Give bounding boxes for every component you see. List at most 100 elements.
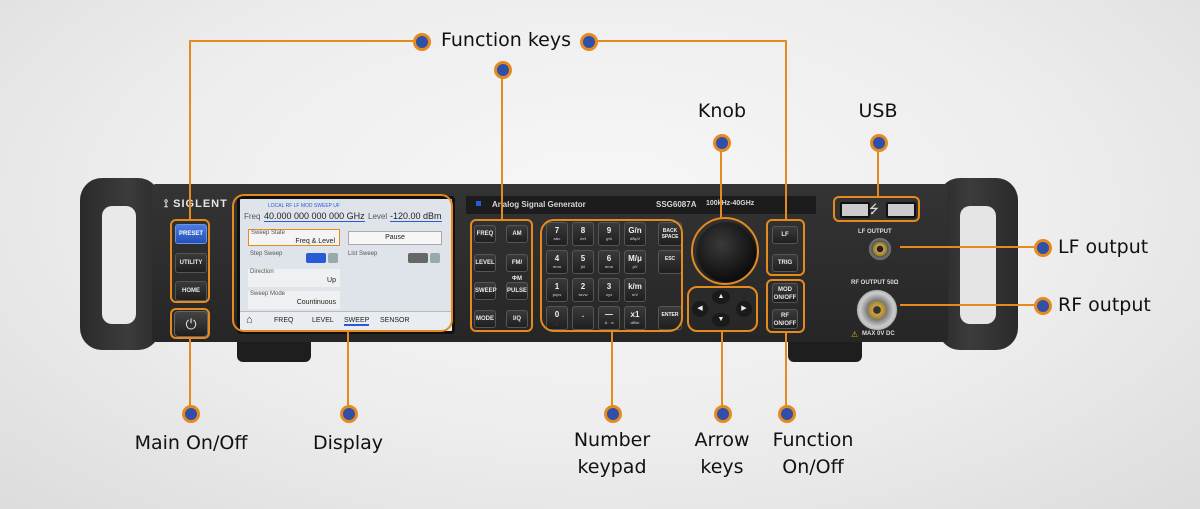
keypad-key[interactable]: —A⇔a [598,306,620,330]
keypad-highlight [540,219,683,332]
level-key[interactable]: LEVEL [474,254,496,272]
mod-onoff-key[interactable]: MOD ON/OFF [772,283,798,303]
leader-line [785,333,787,412]
rf-onoff-key[interactable]: RF ON/OFF [772,309,798,329]
function-onoff-callout-line1: Function [772,429,854,451]
freq-number: 40.000 000 000 000 [264,211,345,221]
pause-button[interactable]: Pause [348,231,442,245]
left-keys-highlight [170,219,210,303]
keypad-key-digit: . [581,310,585,319]
home-button[interactable]: HOME [175,281,207,301]
usb-callout: USB [858,100,898,122]
keypad-key-sub: μV [632,264,638,269]
lf-output-connector[interactable] [868,237,892,261]
freq-unit: GHz [346,211,365,221]
onoff-keys-highlight [766,279,805,333]
level-value[interactable]: -120.00 dBm [390,211,442,222]
keypad-key-digit: — [605,310,613,319]
left-foot [237,340,311,362]
callout-dot [494,61,512,79]
lf-key[interactable]: LF [772,226,798,244]
tab-sweep[interactable]: SWEEP [344,317,370,326]
keypad-key-digit: 3 [606,282,612,291]
trig-key[interactable]: TRIG [772,254,798,272]
keypad-side-key[interactable]: ESC [658,250,682,274]
callout-dot [340,405,358,423]
sweep-key[interactable]: SWEEP [474,282,497,300]
list-sweep-label: List Sweep [348,251,378,257]
product-name: Analog Signal Generator [492,200,586,209]
number-keypad-callout-line1: Number [573,429,651,451]
arrow-left-icon: ◀ [697,305,703,312]
lf-output-callout: LF output [1058,236,1149,258]
am-key[interactable]: AM [506,225,528,243]
tab-freq[interactable]: FREQ [274,317,294,324]
keypad-key-sub: xyz [605,292,613,297]
utility-button[interactable]: UTILITY [175,253,207,273]
step-sweep-toggle[interactable] [306,253,326,263]
direction-field[interactable]: Direction Up [248,269,340,287]
function-keys-highlight [470,219,533,332]
arrow-keys-highlight [687,286,758,332]
tab-level[interactable]: LEVEL [312,317,334,324]
preset-button[interactable]: PRESET [175,224,207,244]
list-sweep-toggle[interactable] [408,253,428,263]
iq-key[interactable]: I/Q [506,310,528,328]
warning-label: MAX 0V DC [862,331,895,337]
leader-line [785,40,787,220]
keypad-key-digit: G/n [628,226,642,235]
pulse-key[interactable]: PULSE [506,282,528,300]
right-foot [788,340,862,362]
arrow-down-icon: ▼ [717,316,725,323]
level-number: -120.00 [390,211,421,221]
keypad-key[interactable]: . [572,306,594,330]
freq-value[interactable]: 40.000 000 000 000 GHz [264,211,365,222]
step-sweep-settings-icon[interactable] [328,253,338,263]
sweep-state-field[interactable]: Sweep State Freq & Level [248,229,340,246]
arrow-left-key[interactable]: ◀ [692,301,708,317]
usb-port-1[interactable] [840,202,870,218]
keypad-key-digit: x1 [630,310,640,319]
freq-key[interactable]: FREQ [474,225,496,243]
rf-output-connector[interactable] [856,289,898,331]
warning-icon: ⚠ [851,330,859,339]
fm-pm-key[interactable]: FM/ΦM [506,254,528,282]
keypad-key-digit: k/m [628,282,642,291]
keypad-key-digit: 8 [580,226,586,235]
usb-highlight [833,196,920,222]
keypad-key-digit: M/μ [628,254,642,263]
power-icon: ⏻ [185,316,197,332]
tab-sensor[interactable]: SENSOR [380,317,410,324]
callout-dot [714,405,732,423]
keypad-key-sub: mno [552,264,562,269]
mode-key[interactable]: MODE [474,310,496,328]
list-sweep-settings-icon[interactable] [430,253,440,263]
leader-line [900,304,1040,306]
keypad-key-digit: 9 [606,226,612,235]
arrow-down-key[interactable]: ▼ [712,313,730,327]
usb-port-2[interactable] [886,202,916,218]
power-button[interactable]: ⏻ [174,311,208,337]
sweep-mode-field[interactable]: Sweep Mode Countinuous [248,291,340,309]
knob-callout: Knob [697,100,747,122]
arrow-right-key[interactable]: ▶ [736,301,752,317]
leader-line [189,339,191,411]
home-icon[interactable]: ⌂ [246,314,253,326]
product-range: 100kHz-40GHz [706,200,755,207]
keypad-key-sub: mno [604,264,614,269]
arrow-up-key[interactable]: ▲ [712,290,730,304]
level-unit: dBm [423,211,442,221]
keypad-key-digit: 4 [554,254,560,263]
